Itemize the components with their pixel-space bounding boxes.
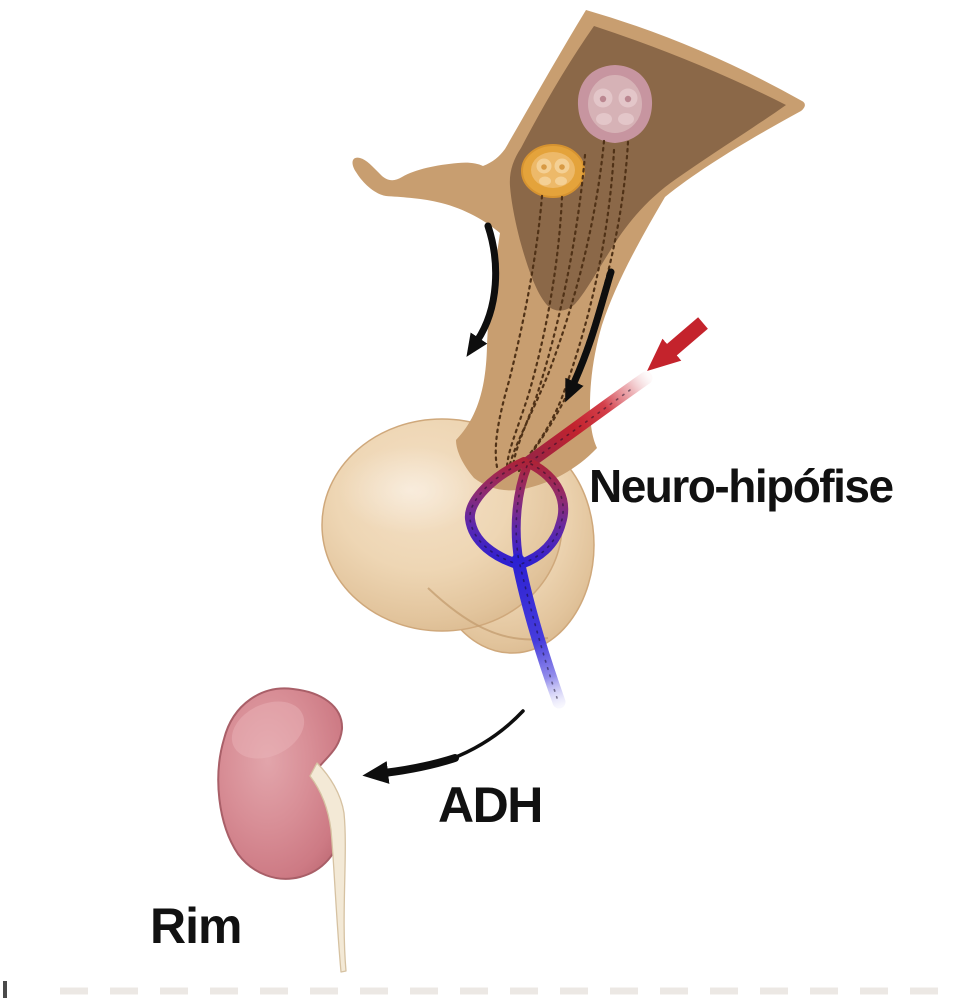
paraventricular-nucleus <box>577 65 653 143</box>
supraoptic-nucleus <box>521 144 585 198</box>
hypothalamic-nuclei <box>521 65 653 198</box>
adh-arrow <box>362 709 525 784</box>
flow-arrows <box>466 222 615 403</box>
kidney <box>217 687 347 973</box>
scan-artifact <box>3 981 960 998</box>
vessel-dots <box>469 389 631 699</box>
flow-arrow-left <box>466 222 500 357</box>
kidney-highlight <box>231 701 305 759</box>
portal-vessels <box>464 371 653 709</box>
label-adh: ADH <box>438 777 543 833</box>
blood-inflow-arrow <box>647 317 708 371</box>
gland-highlight <box>338 446 482 534</box>
label-kidney: Rim <box>150 898 242 954</box>
axon-tracts <box>494 139 630 473</box>
label-neurohypophysis: Neuro-hipófise <box>589 460 894 512</box>
ureter <box>309 762 347 973</box>
flow-arrow-right <box>565 268 615 403</box>
vein <box>511 553 566 709</box>
